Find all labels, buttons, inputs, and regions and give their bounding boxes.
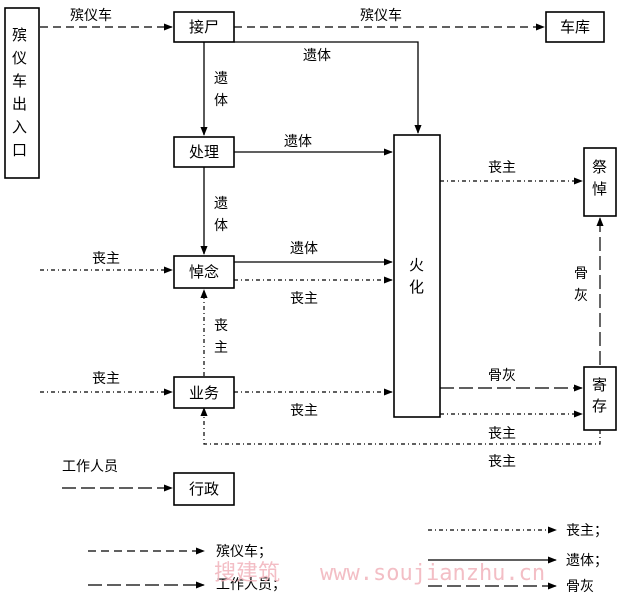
- label-ashes-storage: 骨灰: [488, 368, 516, 384]
- label-mourner-vert: 丧主: [214, 318, 228, 356]
- label-mourner-memorial: 丧主: [488, 160, 516, 176]
- node-storage: [583, 366, 617, 431]
- label-mourner-mourning: 丧主: [290, 291, 318, 307]
- node-cremation-label: 火化: [409, 256, 424, 296]
- node-entrance: [4, 7, 40, 179]
- label-mourner-storage: 丧主: [488, 426, 516, 442]
- label-mourner-loop: 丧主: [488, 454, 516, 470]
- node-reception-label: 接尸: [189, 18, 219, 36]
- label-mourner-in-2: 丧主: [92, 371, 120, 387]
- legend-hearse-text: 殡仪车；: [216, 543, 272, 560]
- node-storage-label: 寄存: [592, 376, 607, 415]
- label-remains-mourning: 遗体: [290, 241, 318, 257]
- edge-storage-business: [200, 407, 601, 445]
- label-staff: 工作人员: [62, 459, 118, 475]
- label-mourner-business: 丧主: [290, 403, 318, 419]
- edge-reception-cremation: [234, 41, 422, 134]
- label-hearse-1: 殡仪车: [70, 7, 112, 24]
- label-remains-processing: 遗体: [284, 134, 312, 150]
- label-mourner-in-1: 丧主: [92, 251, 120, 267]
- legend-ashes-text: 骨灰: [566, 579, 594, 595]
- node-business-label: 业务: [189, 384, 219, 402]
- node-administration: [173, 472, 235, 506]
- node-reception: [173, 11, 235, 43]
- label-hearse-2: 殡仪车: [360, 7, 402, 24]
- watermark-url: www.soujianzhu.cn: [320, 561, 545, 586]
- node-entrance-label: 殡仪车出入口: [12, 26, 27, 159]
- node-processing-label: 处理: [189, 143, 219, 161]
- label-remains-vert-1: 遗体: [214, 71, 228, 109]
- legend-mourner-text: 丧主；: [566, 523, 608, 539]
- node-memorial: [583, 147, 617, 217]
- node-processing: [173, 136, 235, 168]
- label-remains-vert-2: 遗体: [214, 196, 228, 234]
- node-memorial-label: 祭悼: [592, 158, 607, 198]
- watermark-cn: 搜建筑: [214, 561, 280, 586]
- label-remains-top: 遗体: [303, 48, 331, 64]
- node-mourning: [173, 255, 235, 289]
- node-business: [173, 376, 235, 409]
- node-garage-label: 车库: [560, 18, 590, 36]
- node-cremation: [393, 134, 441, 418]
- label-ashes-vert: 骨灰: [574, 266, 588, 304]
- node-mourning-label: 悼念: [189, 263, 219, 281]
- legend-remains-text: 遗体；: [566, 553, 608, 569]
- node-garage: [545, 11, 605, 43]
- node-administration-label: 行政: [189, 480, 219, 498]
- legend-staff-text: 工作人员；: [216, 577, 286, 593]
